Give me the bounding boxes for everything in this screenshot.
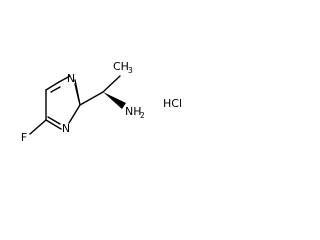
bond-n3-c4-inner (47, 116, 61, 125)
bond-chiral-methyl (102, 75, 121, 93)
bond-c6-n1 (58, 75, 71, 83)
bond-n3-c4 (45, 119, 62, 130)
bond-n1-c2-inner (74, 83, 80, 102)
amine-label: NH (125, 105, 142, 118)
stereo-wedge-bond (103, 92, 126, 109)
bond-c5-c6-inner (50, 86, 61, 93)
bond-c2-chiral (79, 91, 104, 106)
methyl-label: CH (113, 60, 129, 73)
bond-c-f (29, 119, 47, 135)
methyl-subscript: 3 (128, 66, 133, 75)
bond-c5-c6 (45, 81, 60, 91)
atom-n-top: N (67, 72, 75, 85)
chemical-structure: N N F CH 3 NH 2 HCl (21, 60, 182, 144)
amine-subscript: 2 (140, 111, 145, 120)
atom-fluorine: F (21, 131, 27, 144)
salt-label: HCl (163, 97, 182, 110)
atom-n-bottom: N (62, 122, 70, 135)
atom-amine: NH 2 (125, 105, 145, 120)
pyrimidine-ring (45, 75, 81, 130)
atom-methyl: CH 3 (113, 60, 133, 75)
bond-c2-n3 (68, 104, 81, 124)
